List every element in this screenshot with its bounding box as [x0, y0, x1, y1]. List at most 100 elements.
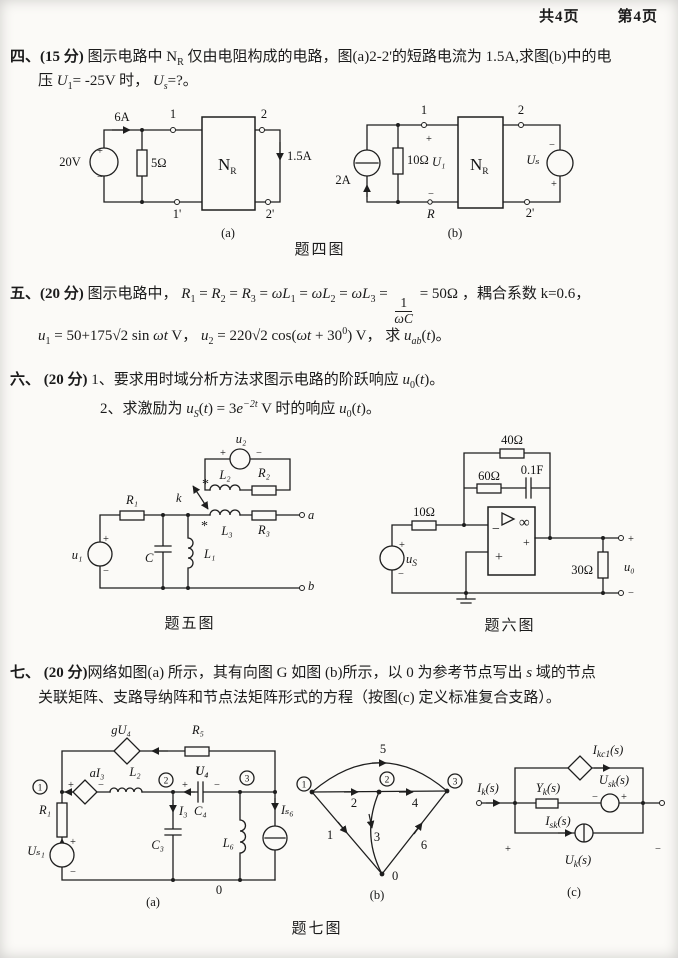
label-l1: L₁: [203, 547, 215, 561]
resistor-5ohm: [136, 149, 148, 177]
dot-mark-l3: *: [201, 519, 208, 534]
label-ikc1: Ikc1(s): [592, 743, 624, 760]
caption-q6: 题六图: [484, 618, 536, 634]
page-header: 共4页第4页: [501, 5, 658, 26]
terminal-1: 1: [170, 107, 176, 121]
q5-coupled-circuit: u₂ + − * L₂ R₂ k R₁ * L₃ R₃ a b + − u₁: [72, 432, 315, 593]
label-40ohm: 40Ω: [501, 433, 523, 447]
ground-icon: [456, 592, 476, 604]
label-u4: U₄: [195, 764, 208, 778]
plus-sign: +: [505, 844, 511, 855]
node-0-a: 0: [216, 883, 222, 897]
q6-line-1: 六、 (20 分) 1、要求用时域分析方法求图示电路的阶跃响应 u0(t)。: [10, 369, 444, 397]
network-box-nr-b: [457, 116, 504, 209]
label-c: C: [145, 551, 154, 565]
label-u1: u₁: [72, 548, 83, 562]
terminal-a: a: [308, 508, 314, 522]
tag-a: (a): [221, 226, 235, 240]
label-1.5a: 1.5A: [287, 149, 312, 163]
q6-text-1: 1、要求用时域分析方法求图示电路的阶跃响应 u0(t)。: [91, 372, 445, 391]
dep-source-ai3: [72, 779, 98, 805]
label-l3: L₃: [220, 524, 232, 538]
q7-network-a: gU₄ R₅ + − aI₃ L₂ U₄ + − 1 2 3 R₁: [27, 723, 294, 909]
label-uk: Uk(s): [565, 853, 591, 870]
graph-node-3: 3: [453, 778, 458, 788]
minus-sign: −: [398, 569, 404, 580]
graph-node-2: 2: [385, 776, 390, 786]
resistor-r3: [251, 510, 277, 521]
graph-node-2-circle: [379, 771, 395, 787]
node-3: 3: [245, 775, 250, 785]
node-2: 2: [164, 777, 169, 787]
label-2a: 2A: [335, 173, 350, 187]
label-c4: C₄: [194, 804, 207, 818]
plus-sign: +: [70, 837, 76, 848]
resistor-10ohm-q6: [411, 520, 437, 531]
capacitor-c: [154, 514, 172, 589]
minus-sign: −: [655, 844, 661, 855]
figure-q4-circuits: + − 20V 5Ω 6A NR 1 2 1' 2' 1.5A (a): [59, 103, 574, 240]
label-6a: 6A: [114, 110, 129, 124]
resistor-r1-q7: [56, 802, 68, 838]
label-r1: R₁: [125, 493, 138, 507]
minus-sign: −: [428, 189, 434, 200]
dot-mark-l2: *: [202, 477, 209, 492]
label-us-q6: uS: [406, 552, 417, 569]
caption-q5: 题五图: [164, 616, 216, 632]
q5-score: (20 分): [40, 286, 88, 302]
graph-edge-3: [370, 791, 383, 875]
label-20v: 20V: [59, 155, 81, 169]
coupling-arrow-k: [192, 485, 209, 510]
dep-source-gu4: [113, 737, 141, 765]
label-5ohm: 5Ω: [151, 156, 167, 170]
label-r3: R₃: [257, 523, 270, 537]
plus-sign: +: [621, 792, 627, 803]
plus-sign: +: [220, 448, 226, 459]
voltage-source-u1: [87, 541, 113, 567]
edge-label-3: 3: [374, 830, 380, 844]
label-r2: R₂: [257, 466, 271, 480]
minus-sign: −: [214, 780, 220, 791]
q7-line-1: 七、 (20 分)网络如图(a) 所示，其有向图 G 如图 (b)所示，以 0 …: [10, 662, 596, 684]
label-us: Uₛ: [526, 153, 539, 167]
dep-source-ikc1: [567, 755, 593, 781]
graph-node-1-circle: [296, 776, 312, 792]
q5-text-1: 图示电路中， R1 = R2 = R3 = ωL1 = ωL2 = ωL3 = …: [87, 286, 591, 326]
q7-line-2: 关联矩阵、支路导纳阵和节点法矩阵形式的方程（按图(c) 定义标准复合支路）。: [38, 687, 561, 709]
pages-total: 共4页: [538, 9, 580, 25]
figure-q6-opamp: 40Ω 60Ω 0.1F 10Ω + − uS ∞ − + + 30Ω + −: [379, 433, 635, 604]
terminal-1b: 1: [421, 103, 427, 117]
edge-label-4: 4: [412, 796, 419, 810]
terminal-1p: 1': [173, 207, 182, 221]
q4-circuit-b: 2A 10Ω + U₁ − R NR 1 2 2' − + Uₛ (b): [335, 103, 574, 240]
q5-line-1: 五、(20 分) 图示电路中， R1 = R2 = R3 = ωL1 = ωL2…: [10, 283, 590, 327]
voltage-source-us: [546, 149, 574, 177]
q5-number: 五、: [10, 286, 41, 302]
minus-sign: −: [97, 172, 103, 183]
q4-text-1: 图示电路中 NR 仅由电阻构成的电路，图(a)2-2'的短路电流为 1.5A,求…: [87, 49, 612, 68]
minus-sign: −: [98, 780, 104, 791]
edge-label-1: 1: [327, 828, 333, 842]
q4-circuit-a: + − 20V 5Ω 6A NR 1 2 1' 2' 1.5A (a): [59, 107, 311, 240]
label-i3: I₃: [178, 804, 188, 818]
inductor-l2: [209, 484, 241, 491]
edge-label-2: 2: [351, 796, 357, 810]
output-plus: +: [628, 534, 634, 545]
resistor-10ohm: [392, 147, 404, 175]
terminal-2b: 2: [518, 103, 524, 117]
label-l2-q7: L₂: [128, 765, 141, 779]
q6-number: 六、: [10, 372, 44, 388]
plus-sign: +: [399, 540, 405, 551]
label-10ohm: 10Ω: [407, 153, 429, 167]
label-10ohm-q6: 10Ω: [413, 505, 435, 519]
q6-text-2: 2、求激励为 uS(t) = 3e−2t V 时的响应 u0(t)。: [100, 399, 381, 420]
node-1: 1: [38, 784, 43, 794]
label-k: k: [176, 491, 182, 505]
minus-sign: −: [592, 792, 598, 803]
resistor-40ohm: [499, 448, 525, 459]
plus-sign: +: [97, 146, 103, 157]
label-is6: Iₛ₆: [280, 803, 294, 817]
tag-b-q7: (b): [370, 888, 385, 902]
opamp-gain-infinity: ∞: [519, 515, 530, 531]
label-usk: Usk(s): [599, 773, 629, 790]
